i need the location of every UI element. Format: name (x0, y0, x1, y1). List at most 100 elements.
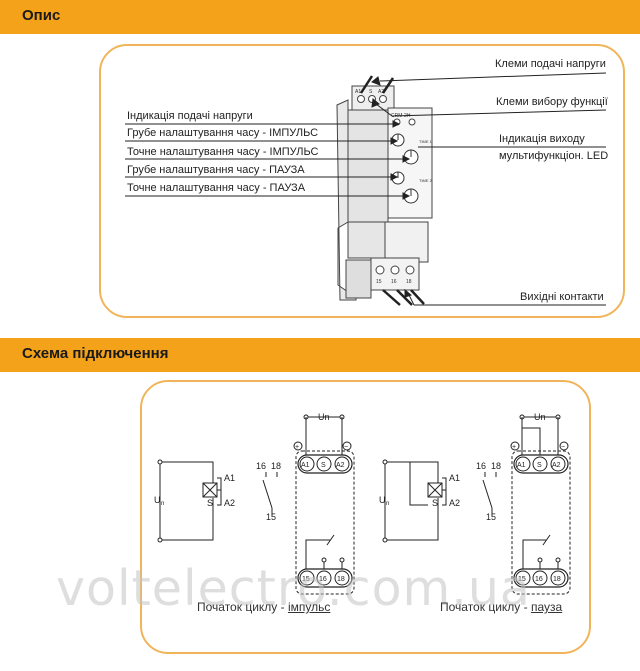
d2-15-label: 15 (486, 512, 496, 522)
d2-16-label: 16 (476, 461, 486, 471)
d2-plus-icon (510, 441, 520, 451)
mark-a2: A2 (378, 89, 384, 95)
wiring-panel (140, 380, 591, 654)
label-supply-indication: Індикація подачі напруги (127, 110, 253, 122)
d1-un-label: Un (318, 412, 330, 422)
d2-term-s-label: S (537, 462, 542, 469)
d1-minus-icon (342, 441, 352, 451)
d1-16-label: 16 (256, 461, 266, 471)
d2-term-a1-icon (515, 456, 531, 472)
d1-minus-label: − (344, 444, 348, 451)
d2-un-left-sub: n (386, 501, 389, 507)
description-header: Опис (0, 0, 640, 34)
d2-plus-label: + (512, 444, 516, 451)
label-output-indication-1: Індикація виходу (499, 133, 585, 145)
device-foot (345, 259, 372, 299)
mark-18: 18 (406, 279, 412, 285)
caption-pause-prefix: Початок циклу - (440, 600, 531, 614)
d1-term-18-label: 18 (337, 576, 345, 583)
d2-term-15-icon (515, 570, 531, 586)
label-coarse-impulse: Грубе налаштування часу - ІМПУЛЬС (127, 127, 319, 139)
in-wire-1 (359, 75, 374, 94)
d2-s-label: S (432, 498, 438, 508)
d2-term-18-label: 18 (553, 576, 561, 583)
d1-term-15-icon (299, 570, 315, 586)
d2-minus-label: − (561, 444, 565, 451)
d2-term-s-icon (532, 456, 548, 472)
description-title: Опис (22, 7, 61, 24)
leader-supply-terminals (379, 72, 607, 82)
leader-function-terminals (391, 109, 607, 117)
d1-term-a1-label: A1 (301, 462, 310, 469)
led-output-icon (408, 118, 416, 126)
d1-a2-label: A2 (224, 498, 235, 508)
d1-a1-label: A1 (224, 473, 235, 483)
d2-18-label: 18 (491, 461, 501, 471)
d2-minus-icon (559, 441, 569, 451)
d2-a2-label: A2 (449, 498, 460, 508)
label-fine-impulse: Точне налаштування часу - ІМПУЛЬС (127, 146, 319, 158)
caption-pause: Початок циклу - пауза (440, 600, 562, 614)
d2-a1-label: A1 (449, 473, 460, 483)
d2-term-a2-icon (550, 456, 566, 472)
d2-term-a1-label: A1 (517, 462, 526, 469)
d1-18-label: 18 (271, 461, 281, 471)
mark-time1: TIME 1 (419, 139, 433, 144)
d2-term-15-label: 15 (518, 576, 526, 583)
out-terminal-15 (375, 265, 385, 275)
d1-supply-wire (159, 461, 214, 541)
watermark: voltelectro.com.ua (56, 560, 531, 617)
mark-15: 15 (376, 279, 382, 285)
out-terminal-16 (390, 265, 400, 275)
d1-term-s-label: S (321, 462, 326, 469)
d2-un-label: Un (534, 412, 546, 422)
mark-16: 16 (391, 279, 397, 285)
mark-s: S (369, 89, 373, 95)
d1-un-left-label: U (154, 495, 161, 505)
d1-term-18-icon (334, 570, 350, 586)
label-supply-terminals: Клеми подачі напруги (495, 58, 606, 70)
d1-device-outline (295, 450, 355, 595)
d1-term-16-label: 16 (319, 576, 327, 583)
caption-impulse: Початок циклу - імпульс (197, 600, 330, 614)
d2-term-16-label: 16 (535, 576, 543, 583)
wiring-title: Схема підключення (22, 345, 169, 362)
out-wire-1 (382, 289, 401, 306)
d1-term-a2-icon (334, 456, 350, 472)
d1-plus-icon (293, 441, 303, 451)
d2-term-18-icon (550, 570, 566, 586)
device-side (347, 109, 389, 226)
d1-term-16-icon (316, 570, 332, 586)
caption-impulse-prefix: Початок циклу - (197, 600, 288, 614)
d2-device-outline (511, 450, 571, 595)
d2-term-a2-label: A2 (552, 462, 561, 469)
top-terminal-1 (357, 95, 365, 103)
d1-term-a2-label: A2 (336, 462, 345, 469)
d2-un-left-label: U (379, 495, 386, 505)
wiring-header: Схема підключення (0, 338, 640, 372)
top-terminal-3 (379, 95, 387, 103)
d1-15-label: 15 (266, 512, 276, 522)
label-fine-pause: Точне налаштування часу - ПАУЗА (127, 182, 306, 194)
device-lower-front (384, 221, 429, 263)
d1-s-label: S (207, 498, 213, 508)
d1-plus-label: + (295, 444, 299, 451)
label-output-contacts: Вихідні контакти (520, 291, 604, 303)
d1-un-left-sub: n (161, 501, 164, 507)
caption-impulse-mode: імпульс (287, 600, 331, 614)
mark-time2: TIME 2 (419, 178, 433, 183)
caption-pause-mode: пауза (530, 600, 563, 614)
out-terminal-18 (405, 265, 415, 275)
d2-supply-wire (384, 461, 439, 541)
d1-term-s-icon (316, 456, 332, 472)
label-coarse-pause: Грубе налаштування часу - ПАУЗА (127, 164, 305, 176)
label-function-terminals: Клеми вибору функції (496, 96, 608, 108)
d1-term-a1-icon (299, 456, 315, 472)
mark-a1: A1 (355, 89, 361, 95)
d1-term-15-label: 15 (302, 576, 310, 583)
d2-term-16-icon (532, 570, 548, 586)
out-wire-3 (410, 289, 425, 305)
label-output-indication-2: мультифункціон. LED (499, 150, 609, 162)
